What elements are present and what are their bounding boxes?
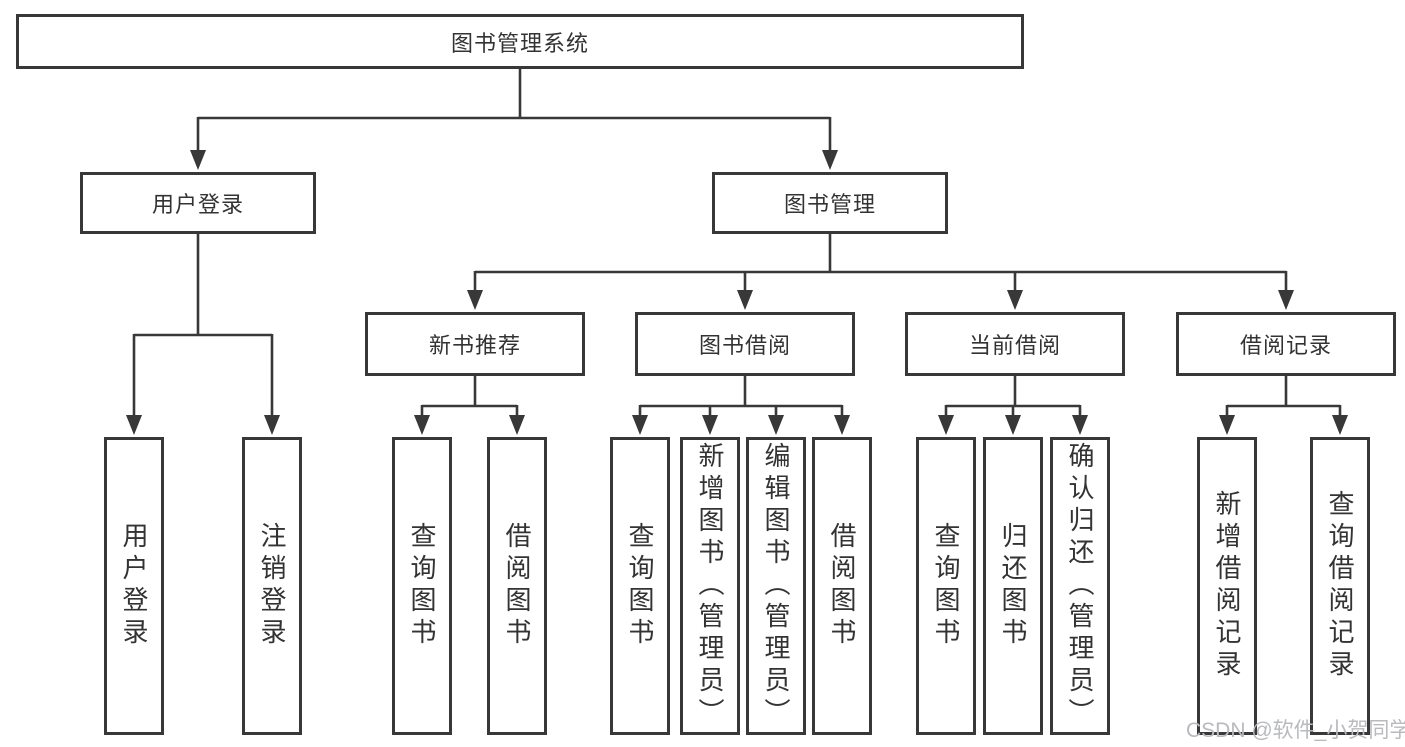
leaf-label: 查询图书	[931, 522, 961, 650]
node-new-book-recommendation: 新书推荐	[365, 312, 585, 376]
node-borrowing-records: 借阅记录	[1176, 312, 1396, 376]
leaf-add-borrow-record: 新增借阅记录	[1197, 437, 1257, 735]
node-label: 借阅记录	[1239, 333, 1332, 358]
leaf-label: 借阅图书	[502, 522, 532, 650]
leaf-label: 归还图书	[998, 522, 1028, 650]
node-library-management-system: 图书管理系统	[16, 14, 1024, 69]
node-label: 当前借阅	[968, 333, 1061, 358]
leaf-borrow-books-recommend: 借阅图书	[487, 437, 547, 735]
node-label: 用户登录	[151, 192, 244, 217]
leaf-label: 查询图书	[407, 522, 437, 650]
leaf-label: 用户登录	[119, 522, 149, 650]
leaf-label: 注销登录	[257, 522, 287, 650]
leaf-label: 借阅图书	[827, 522, 857, 650]
leaf-borrow-books-borrowing: 借阅图书	[812, 437, 872, 735]
node-book-borrowing: 图书借阅	[635, 312, 855, 376]
csdn-watermark: CSDN @软件_小贺同学	[1186, 719, 1405, 742]
leaf-label: 编辑图书（管理员）	[761, 442, 791, 730]
leaf-logout: 注销登录	[242, 437, 302, 735]
node-label: 新书推荐	[428, 333, 521, 358]
node-book-management: 图书管理	[712, 172, 948, 234]
leaf-label: 新增图书（管理员）	[695, 442, 725, 730]
leaf-add-book-admin: 新增图书（管理员）	[680, 437, 740, 735]
node-label: 图书管理	[783, 192, 876, 217]
leaf-query-books-recommend: 查询图书	[392, 437, 452, 735]
leaf-query-books-current: 查询图书	[916, 437, 976, 735]
leaf-label: 确认归还（管理员）	[1065, 442, 1095, 730]
leaf-query-borrow-record: 查询借阅记录	[1310, 437, 1370, 735]
leaf-return-book: 归还图书	[983, 437, 1043, 735]
leaf-label: 查询图书	[625, 522, 655, 650]
leaf-label: 查询借阅记录	[1325, 490, 1355, 682]
leaf-confirm-return-admin: 确认归还（管理员）	[1050, 437, 1110, 735]
leaf-edit-book-admin: 编辑图书（管理员）	[746, 437, 806, 735]
node-label: 图书管理系统	[450, 30, 589, 56]
node-user-login: 用户登录	[80, 172, 316, 234]
leaf-label: 新增借阅记录	[1212, 490, 1242, 682]
node-label: 图书借阅	[698, 333, 791, 358]
leaf-user-login: 用户登录	[104, 437, 164, 735]
leaf-query-books-borrowing: 查询图书	[610, 437, 670, 735]
node-current-borrowing: 当前借阅	[905, 312, 1125, 376]
